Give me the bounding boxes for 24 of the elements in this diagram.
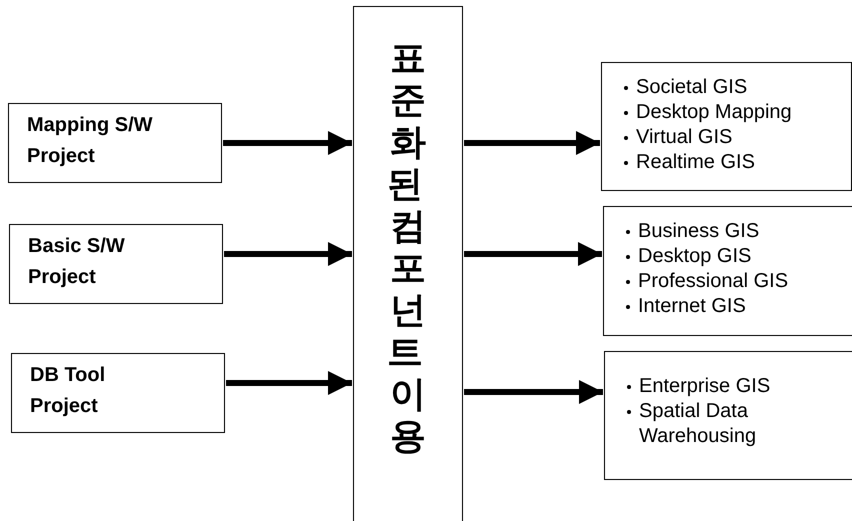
bullet-item: Internet GIS: [624, 294, 852, 319]
bullet-item: Societal GIS: [622, 75, 851, 100]
bullet-item: Desktop GIS: [624, 244, 852, 269]
arrow: [223, 131, 352, 155]
component-bar: [353, 6, 463, 521]
project-box: Mapping S/W Project: [8, 103, 222, 183]
bullet-item: Realtime GIS: [622, 150, 851, 175]
bullet-item: Spatial Data Warehousing: [625, 399, 789, 449]
project-box: DB Tool Project: [11, 353, 225, 433]
vertical-heading: 표준화된 컴포넌트 이용: [387, 37, 427, 457]
arrow: [464, 242, 602, 266]
result-box: [601, 62, 852, 191]
arrow: [224, 242, 352, 266]
bullet-item: Business GIS: [624, 219, 852, 244]
bullet-item: Virtual GIS: [622, 125, 851, 150]
arrow: [464, 380, 603, 404]
bullet-item: Enterprise GIS: [625, 374, 789, 399]
bullet-item: Desktop Mapping: [622, 100, 851, 125]
arrow: [226, 371, 352, 395]
result-box: [604, 351, 852, 480]
bullet-item: Professional GIS: [624, 269, 852, 294]
result-box: [603, 206, 852, 336]
arrow: [464, 131, 600, 155]
project-box: Basic S/W Project: [9, 224, 223, 304]
